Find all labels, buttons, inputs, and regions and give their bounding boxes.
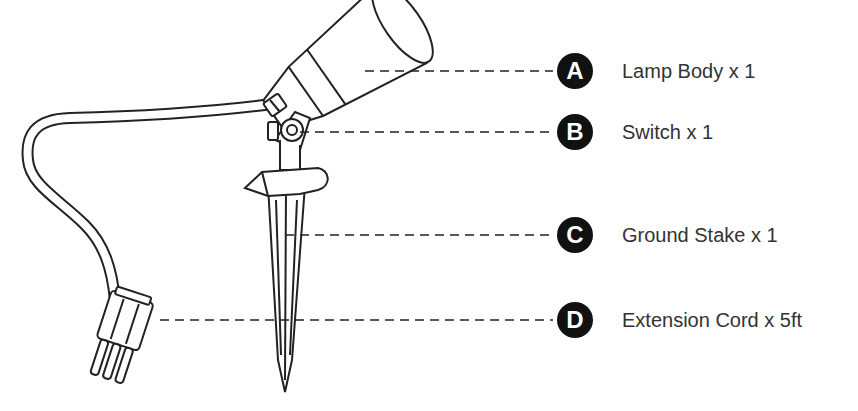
plug	[85, 285, 155, 385]
callout-letter: C	[557, 217, 593, 253]
callout-letter: A	[557, 53, 593, 89]
callout-letter: B	[557, 114, 593, 150]
lamp-body	[247, 0, 444, 152]
part-name: Ground Stake x 1	[622, 223, 778, 247]
nut	[263, 93, 287, 116]
leader-lines	[160, 71, 553, 320]
callout-letter: D	[557, 302, 593, 338]
callout-discs	[557, 53, 593, 338]
part-name: Lamp Body x 1	[622, 59, 755, 83]
extension-cord	[27, 104, 272, 300]
ground-stake	[245, 168, 328, 392]
part-name: Switch x 1	[622, 120, 713, 144]
part-name: Extension Cord x 5ft	[622, 308, 802, 332]
switch	[268, 112, 310, 170]
